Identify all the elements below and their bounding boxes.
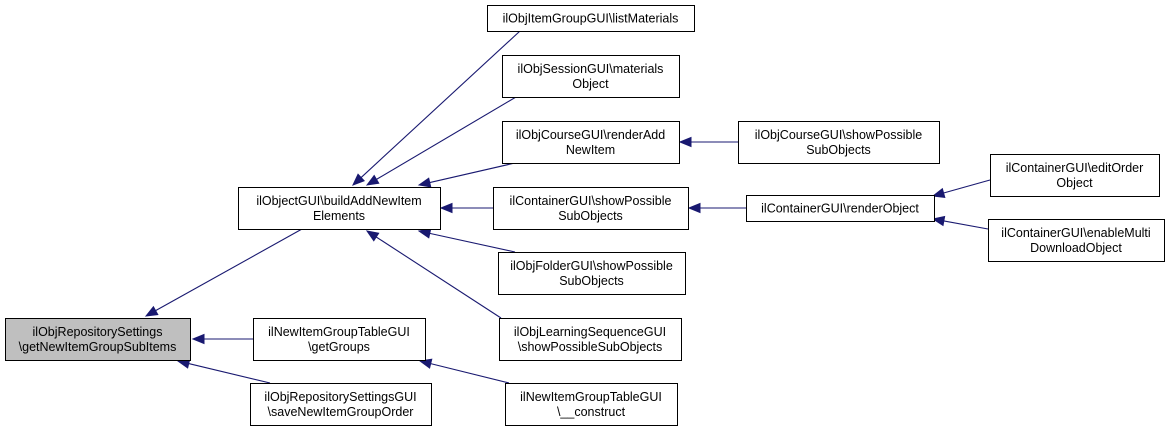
edge-line — [429, 232, 516, 253]
edge-construct-to-getGroups — [418, 358, 510, 384]
edge-arrowhead — [931, 187, 946, 198]
edge-arrowhead — [365, 230, 380, 242]
node-renderObject[interactable]: ilContainerGUI\renderObject — [746, 195, 935, 222]
node-box — [253, 318, 426, 361]
edge-courseShow-to-courseRenderAdd — [678, 136, 738, 148]
edge-arrowhead — [365, 174, 380, 186]
edge-line — [375, 236, 502, 319]
edge-courseRenderAdd-to-buildAdd — [417, 162, 516, 188]
edge-line — [360, 30, 521, 178]
node-label: Object — [1056, 176, 1093, 190]
edge-enableMulti-to-renderObject — [931, 215, 989, 230]
edge-arrowhead — [191, 333, 205, 345]
node-listMaterials[interactable]: ilObjItemGroupGUI\listMaterials — [487, 5, 695, 32]
edge-arrowhead — [931, 215, 946, 227]
edge-arrowhead — [417, 228, 432, 239]
edges-layer — [144, 30, 991, 384]
node-label: NewItem — [566, 143, 615, 157]
node-box — [493, 187, 689, 230]
edge-arrowhead — [687, 202, 701, 214]
node-label: ilContainerGUI\showPossible — [510, 194, 672, 208]
node-label: \getGroups — [308, 340, 370, 354]
node-label: \getNewItemGroupSubItems — [19, 340, 177, 354]
node-label: ilObjLearningSequenceGUI — [514, 325, 666, 339]
node-lsShow[interactable]: ilObjLearningSequenceGUI\showPossibleSub… — [499, 318, 682, 361]
node-label: ilNewItemGroupTableGUI — [520, 390, 662, 404]
node-label: ilObjItemGroupGUI\listMaterials — [503, 12, 679, 26]
node-label: SubObjects — [558, 209, 623, 223]
node-box — [746, 195, 935, 222]
edge-editOrder-to-renderObject — [931, 179, 991, 198]
edge-arrowhead — [678, 136, 692, 148]
node-box — [502, 55, 680, 98]
edge-line — [376, 96, 517, 180]
node-box — [487, 5, 695, 32]
edge-arrowhead — [144, 305, 159, 317]
node-label: ilObjectGUI\buildAddNewItem — [256, 194, 421, 208]
edge-arrowhead — [352, 173, 366, 186]
node-label: \saveNewItemGroupOrder — [268, 405, 414, 419]
node-label: \showPossibleSubObjects — [518, 340, 663, 354]
node-label: ilContainerGUI\editOrder — [1006, 161, 1144, 175]
node-box — [988, 219, 1165, 262]
node-box — [498, 252, 686, 295]
edge-line — [188, 363, 271, 384]
nodes-layer: ilObjRepositorySettings\getNewItemGroupS… — [5, 5, 1165, 426]
edge-folderShow-to-buildAdd — [417, 228, 516, 253]
node-label: \__construct — [557, 405, 626, 419]
node-label: ilContainerGUI\renderObject — [761, 202, 919, 216]
node-box — [238, 187, 441, 230]
node-label: SubObjects — [806, 143, 871, 157]
edge-sessionMaterials-to-buildAdd — [365, 96, 517, 186]
edge-arrowhead — [417, 177, 432, 188]
node-box — [250, 383, 432, 426]
node-label: ilContainerGUI\enableMulti — [1001, 226, 1150, 240]
node-box — [499, 318, 682, 361]
node-box — [990, 154, 1160, 197]
node-label: DownloadObject — [1030, 241, 1122, 255]
edge-containerShow-to-buildAdd — [439, 202, 493, 214]
node-label: ilObjCourseGUI\showPossible — [755, 128, 922, 142]
edge-getGroups-to-root — [191, 333, 253, 345]
edge-lsShow-to-buildAdd — [365, 230, 502, 319]
node-label: ilObjSessionGUI\materials — [518, 62, 664, 76]
edge-buildAdd-to-root — [144, 228, 303, 317]
node-label: Object — [572, 77, 609, 91]
edge-line — [430, 363, 510, 384]
node-containerShow[interactable]: ilContainerGUI\showPossibleSubObjects — [493, 187, 689, 230]
node-box — [738, 121, 940, 164]
node-box — [5, 318, 191, 361]
edge-line — [943, 220, 989, 230]
node-saveOrder[interactable]: ilObjRepositorySettingsGUI\saveNewItemGr… — [250, 383, 432, 426]
node-courseShow[interactable]: ilObjCourseGUI\showPossibleSubObjects — [738, 121, 940, 164]
node-label: SubObjects — [559, 274, 624, 288]
edge-listMaterials-to-buildAdd — [352, 30, 521, 186]
node-box — [505, 383, 678, 426]
node-label: Elements — [313, 209, 365, 223]
edge-renderObject-to-containerShow — [687, 202, 746, 214]
node-label: ilObjCourseGUI\renderAdd — [516, 128, 665, 142]
node-label: ilObjRepositorySettings — [33, 325, 163, 339]
edge-line — [155, 228, 303, 312]
node-box — [502, 121, 680, 164]
node-getGroups[interactable]: ilNewItemGroupTableGUI\getGroups — [253, 318, 426, 361]
edge-line — [429, 162, 516, 184]
node-label: ilObjFolderGUI\showPossible — [510, 259, 673, 273]
edge-saveOrder-to-root — [176, 358, 271, 384]
node-label: ilObjRepositorySettingsGUI — [264, 390, 416, 404]
edge-line — [943, 179, 991, 194]
node-construct[interactable]: ilNewItemGroupTableGUI\__construct — [505, 383, 678, 426]
edge-arrowhead — [439, 202, 453, 214]
node-root[interactable]: ilObjRepositorySettings\getNewItemGroupS… — [5, 318, 191, 361]
node-folderShow[interactable]: ilObjFolderGUI\showPossibleSubObjects — [498, 252, 686, 295]
node-label: ilNewItemGroupTableGUI — [268, 325, 410, 339]
